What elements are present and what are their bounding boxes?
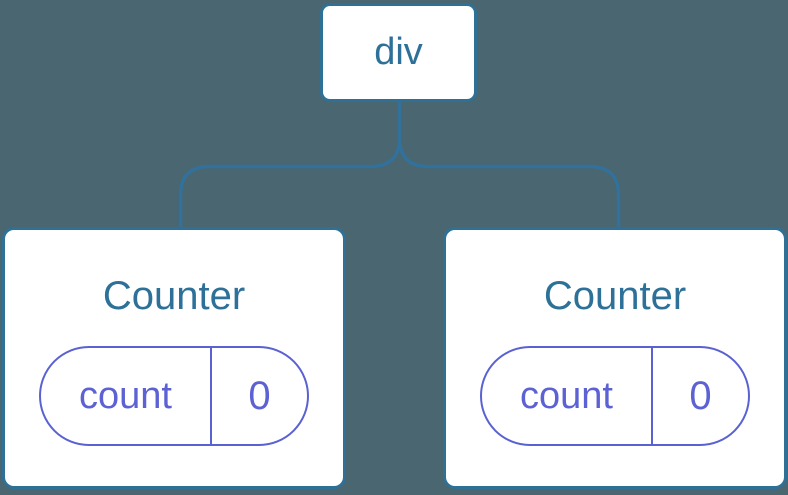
counter-right-state-key: count <box>520 374 613 417</box>
root-node-label: div <box>374 31 423 73</box>
root-node: div <box>320 3 477 102</box>
counter-right-state-value: 0 <box>651 348 748 444</box>
counter-right-title: Counter <box>543 274 687 318</box>
counter-node-left: Counter count 0 <box>2 227 346 489</box>
edge-to-left-child <box>178 101 402 228</box>
counter-right-state-pill: count 0 <box>480 346 750 446</box>
counter-left-state-pill: count 0 <box>39 346 309 446</box>
counter-left-title: Counter <box>102 274 246 318</box>
counter-node-right: Counter count 0 <box>443 227 787 489</box>
edge-to-right-child <box>397 101 621 228</box>
counter-left-state-key: count <box>79 374 172 417</box>
counter-left-state-value: 0 <box>210 348 307 444</box>
